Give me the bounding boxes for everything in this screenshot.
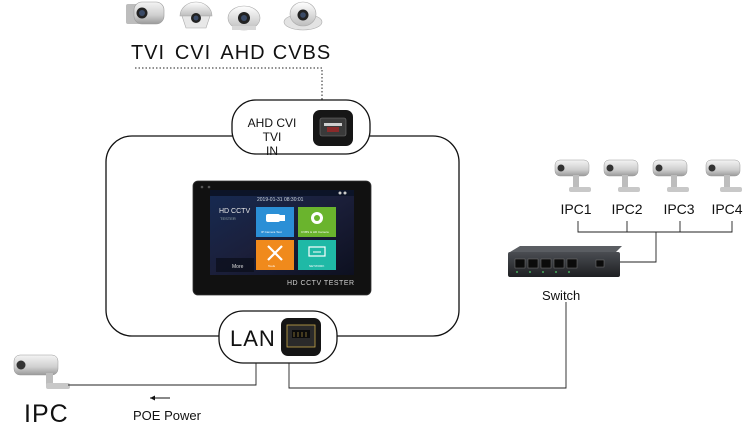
ipc-camera-icon [705, 159, 742, 192]
tile-label: CVBS & HD Camera [301, 230, 329, 234]
camera-dot-icon [207, 185, 211, 189]
poe-power-label: POE Power [133, 408, 201, 423]
network-switch [508, 246, 622, 277]
tile-label: Tools [268, 264, 276, 268]
ipc-label: IPC2 [611, 201, 643, 217]
poe-cable [68, 363, 257, 386]
ipc-left-label: IPC [24, 400, 69, 428]
lan-port [218, 310, 338, 364]
screen-more-label: More [232, 264, 244, 270]
lan-cable [288, 302, 567, 389]
bullet-camera-icon [126, 1, 165, 25]
camera-type-label: CVI [174, 42, 212, 64]
camera-lens-icon [311, 212, 323, 224]
camera-icon [266, 214, 285, 222]
camera-dot-icon [200, 185, 204, 189]
switch-label: Switch [542, 288, 581, 303]
status-icon [343, 191, 347, 195]
camera-type-label: CVBS [272, 42, 332, 64]
video-input-port [231, 99, 371, 155]
tile-network [298, 240, 336, 270]
video-input-label: AHD CVI TVI IN [247, 116, 297, 158]
device-brand-label: HD CCTV TESTER [287, 280, 355, 287]
camera-type-label: AHD [220, 42, 266, 64]
turret-camera-icon [283, 1, 323, 31]
ipc-camera-icon [603, 159, 640, 192]
tile-label: IP Camera Test [261, 230, 282, 234]
tile-tools [256, 240, 294, 270]
lan-label: LAN [230, 326, 276, 351]
ipc-camera-icon [13, 354, 70, 389]
ipc-label: IPC4 [711, 201, 743, 217]
screen-title: HD CCTV [219, 208, 251, 215]
ipc-cables [577, 221, 733, 263]
ipc-label: IPC1 [560, 201, 592, 217]
ipc-camera-icon [554, 159, 591, 192]
ipc-camera-icon [652, 159, 689, 192]
tile-label: NETWORK [309, 264, 325, 268]
dome-camera-icon [179, 1, 213, 29]
left-arrow-icon [150, 395, 170, 401]
status-icon [338, 191, 342, 195]
screen-subtitle: TESTER [220, 216, 236, 221]
camera-type-label: TVI [130, 42, 166, 64]
screen-datetime: 2019-01-31 08:30:01 [257, 197, 304, 203]
dome-camera-icon [227, 5, 261, 31]
tester-device [192, 180, 372, 296]
video-input-cable [135, 67, 323, 100]
network-icon [308, 246, 326, 257]
tools-icon [267, 245, 283, 261]
ipc-label: IPC3 [663, 201, 695, 217]
